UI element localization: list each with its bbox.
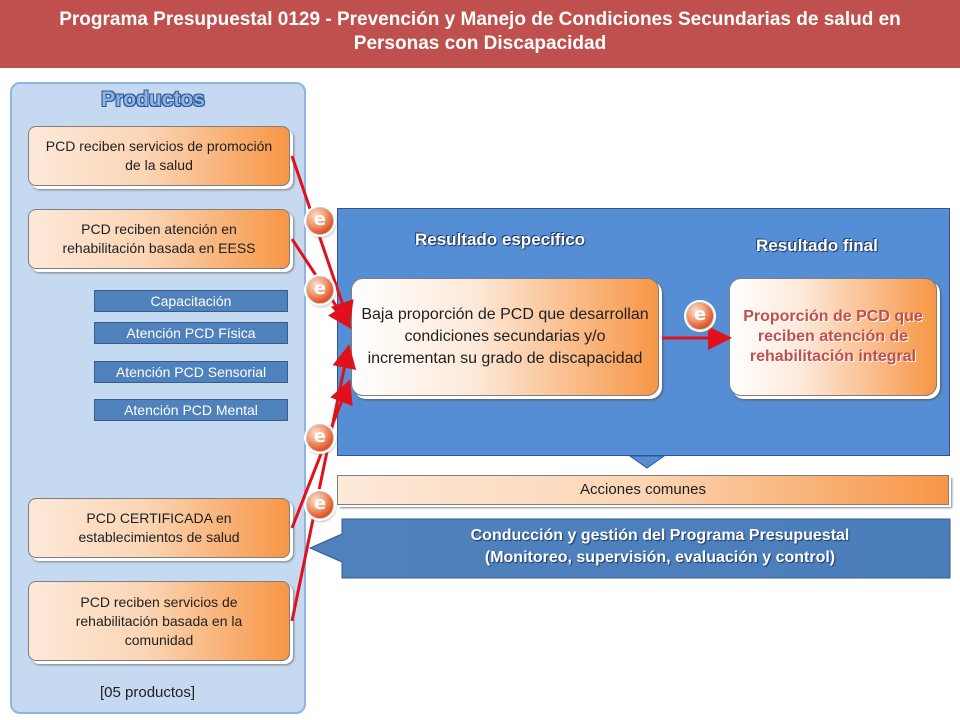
product-promocion: PCD reciben servicios de promoción de la…: [28, 126, 290, 186]
final-result-text: Proporción de PCD que reciben atención d…: [743, 308, 923, 365]
specific-result-text: Baja proporción de PCD que desarrollan c…: [361, 306, 649, 367]
page-title: Programa Presupuestal 0129 - Prevención …: [0, 0, 960, 68]
product-rehabilitacion-comunidad: PCD reciben servicios de rehabilitación …: [28, 581, 290, 661]
title-line-2: Personas con Discapacidad: [353, 33, 607, 54]
products-heading: Productos: [101, 88, 205, 111]
arrow-certificada: [290, 379, 353, 529]
common-actions-box: Acciones comunes: [337, 475, 949, 505]
sub-item-atencion-mental: Atención PCD Mental: [94, 399, 288, 421]
product-rehabilitacion-eess: PCD reciben atención en rehabilitación b…: [28, 209, 290, 269]
title-line-1: Programa Presupuestal 0129 - Prevención …: [59, 9, 901, 30]
products-count: [05 productos]: [100, 684, 196, 701]
management-line-1: Conducción y gestión del Programa Presup…: [470, 527, 850, 544]
final-result-box: Proporción de PCD que reciben atención d…: [729, 278, 937, 396]
arrow-promocion: [290, 155, 354, 326]
evidence-e-icon: e: [686, 302, 714, 330]
management-line-2: (Monitoreo, supervisión, evaluación y co…: [484, 549, 836, 566]
final-result-heading: Resultado final: [756, 236, 878, 255]
sub-item-atencion-sensorial: Atención PCD Sensorial: [94, 361, 288, 383]
sub-item-capacitacion: Capacitación: [94, 290, 288, 312]
evidence-e-icon: e: [306, 207, 334, 235]
evidence-e-icon: e: [306, 276, 334, 304]
down-arrow: [628, 455, 666, 469]
sub-item-atencion-fisica: Atención PCD Física: [94, 322, 288, 344]
arrow-rehab-comunidad: [290, 344, 357, 622]
management-text: Conducción y gestión del Programa Presup…: [380, 525, 940, 569]
specific-result-box: Baja proporción de PCD que desarrollan c…: [351, 278, 659, 396]
specific-result-heading: Resultado específico: [415, 230, 586, 249]
management-arrow: [308, 518, 951, 579]
evidence-e-icon: e: [306, 424, 334, 452]
evidence-e-icon: e: [306, 491, 334, 519]
product-certificada: PCD CERTIFICADA en establecimientos de s…: [28, 498, 290, 558]
